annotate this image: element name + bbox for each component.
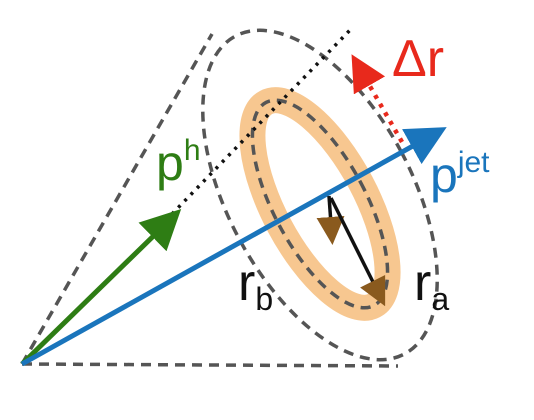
hadron-momentum-label-main: p — [156, 135, 184, 191]
radius-b-arrow — [316, 195, 345, 245]
radius-a-label: ra — [414, 254, 449, 317]
annulus-inner-ellipse — [250, 98, 390, 310]
radius-b-label: rb — [238, 254, 273, 317]
hadron-momentum-label: ph — [156, 134, 201, 191]
radius-arrows — [316, 195, 386, 307]
delta-r-symbol: Δ — [392, 30, 427, 88]
radius-b-main: r — [238, 254, 255, 312]
delta-r-main: r — [427, 30, 444, 88]
cone-lower-edge — [21, 362, 399, 368]
hadron-momentum-arrow — [20, 209, 182, 366]
jet-momentum-label-main: p — [430, 147, 458, 203]
hadron-momentum-label-superscript: h — [184, 134, 201, 167]
jet-momentum-label-superscript: jet — [457, 146, 490, 179]
radius-a-main: r — [414, 254, 431, 312]
radius-a-arrow — [329, 197, 386, 307]
jet-momentum-label: pjet — [430, 146, 490, 203]
cone-upper-edge — [20, 33, 214, 365]
radius-b-subscript: b — [255, 281, 273, 317]
radius-a-subscript: a — [431, 281, 449, 317]
jet-momentum-arrow — [20, 127, 447, 367]
delta-r-label: Δr — [392, 30, 444, 88]
